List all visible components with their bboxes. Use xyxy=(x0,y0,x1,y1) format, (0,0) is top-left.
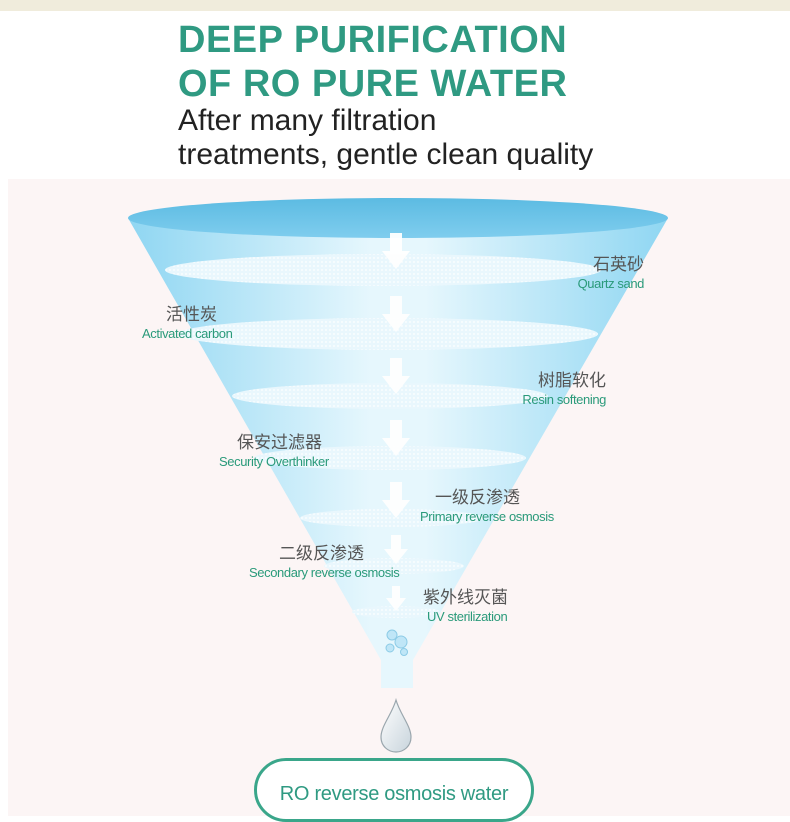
page-title: DEEP PURIFICATION OF RO PURE WATER xyxy=(178,18,567,106)
result-badge: RO reverse osmosis water xyxy=(254,758,534,822)
subtitle-line-1: After many filtration xyxy=(178,104,437,137)
stage-security-filter: 保安过滤器 Security Overthinker xyxy=(219,433,329,469)
filter-layer-resin xyxy=(232,383,548,409)
stage-label-cn: 二级反渗透 xyxy=(279,544,364,564)
stage-label-cn: 树脂软化 xyxy=(538,371,606,391)
stage-label-en: Resin softening xyxy=(522,392,606,407)
stage-label-en: Secondary reverse osmosis xyxy=(249,565,400,580)
stage-label-cn: 石英砂 xyxy=(593,255,644,275)
stage-primary-ro: 一级反渗透 Primary reverse osmosis xyxy=(420,488,554,524)
down-arrow-icon xyxy=(384,535,408,564)
top-bar xyxy=(0,0,790,11)
down-arrow-icon xyxy=(386,586,406,611)
stage-label-en: UV sterilization xyxy=(427,609,508,624)
funnel-rim xyxy=(128,198,668,238)
filter-layer-uv xyxy=(352,606,440,618)
stage-label-cn: 活性炭 xyxy=(166,305,217,325)
stage-secondary-ro: 二级反渗透 Secondary reverse osmosis xyxy=(249,544,400,580)
stage-label-en: Quartz sand xyxy=(577,276,645,291)
filter-layer-primary-ro xyxy=(300,509,484,527)
down-arrow-icon xyxy=(382,420,410,456)
title-line-1: DEEP PURIFICATION xyxy=(178,19,568,61)
page-subtitle: After many filtration treatments, gentle… xyxy=(178,104,593,172)
stage-label-en: Activated carbon xyxy=(142,326,233,341)
bubbles-icon xyxy=(385,629,408,656)
stage-resin-softening: 树脂软化 Resin softening xyxy=(500,371,606,407)
stage-label-cn: 一级反渗透 xyxy=(435,488,520,508)
water-drop-icon xyxy=(380,697,412,753)
stage-label-en: Security Overthinker xyxy=(219,454,329,469)
down-arrow-icon xyxy=(382,296,410,332)
stage-label-en: Primary reverse osmosis xyxy=(420,509,554,524)
subtitle-line-2: treatments, gentle clean quality xyxy=(178,138,594,171)
down-arrow-icon xyxy=(382,358,410,394)
title-line-2: OF RO PURE WATER xyxy=(178,63,568,105)
stage-quartz-sand: 石英砂 Quartz sand xyxy=(540,255,645,291)
filter-layer-security xyxy=(254,446,526,470)
filter-layer-quartz-sand xyxy=(165,254,601,286)
filter-layer-secondary-ro xyxy=(324,558,464,574)
stage-activated-carbon: 活性炭 Activated carbon xyxy=(142,305,233,341)
stage-uv-sterilization: 紫外线灭菌 UV sterilization xyxy=(423,590,508,624)
down-arrow-icon xyxy=(382,233,410,269)
filter-layer-activated-carbon xyxy=(178,318,598,350)
down-arrow-icon xyxy=(382,482,410,518)
header-panel xyxy=(8,11,790,179)
stage-label-cn: 保安过滤器 xyxy=(237,433,322,453)
result-label: RO reverse osmosis water xyxy=(279,783,509,805)
stage-label-cn: 紫外线灭菌 xyxy=(423,588,508,608)
